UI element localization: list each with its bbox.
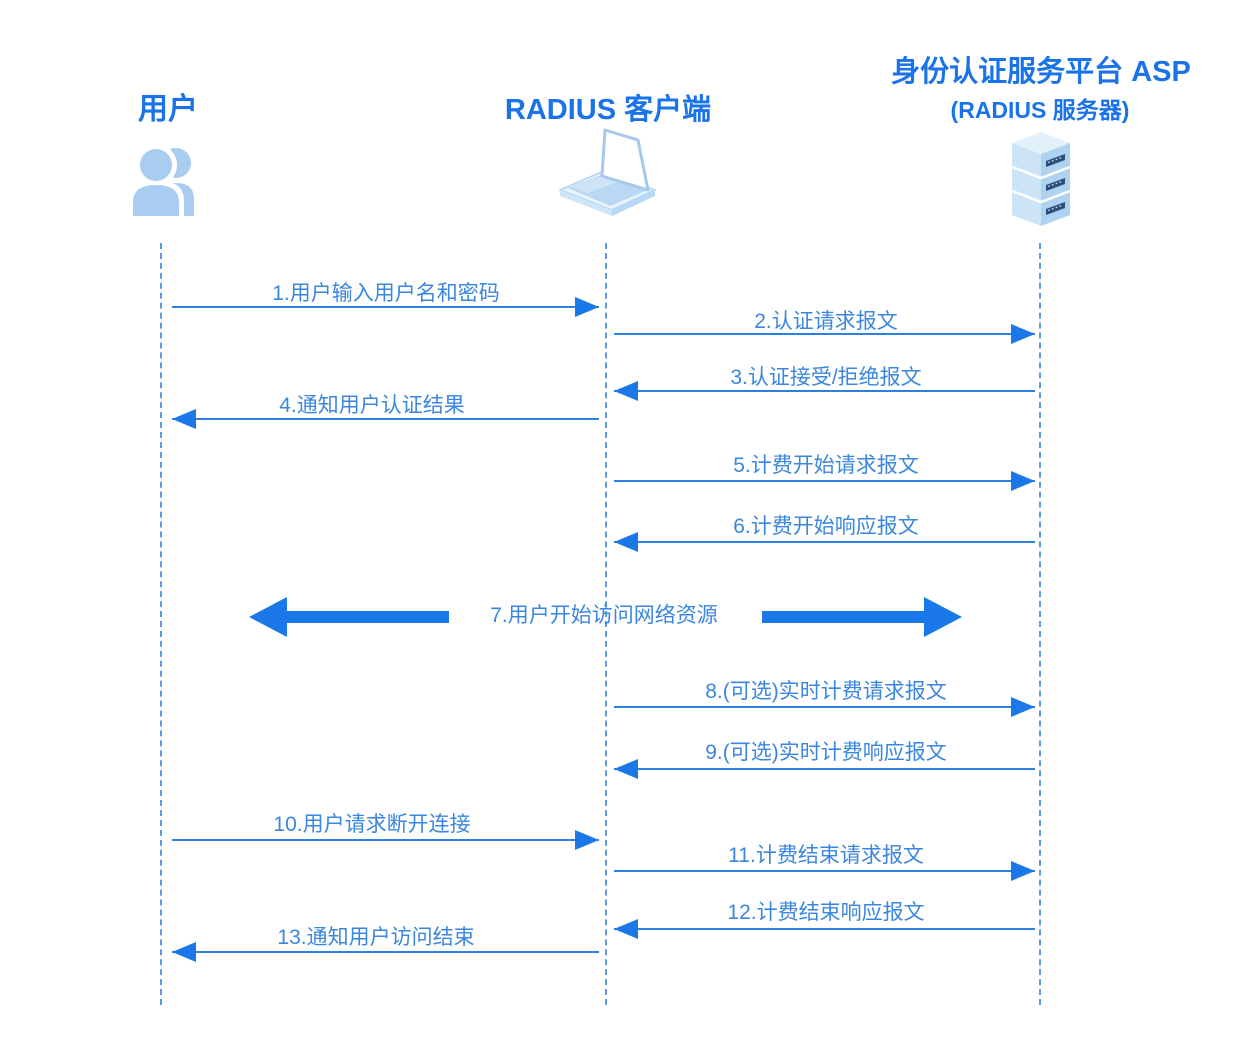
arrow-left-icon — [614, 390, 1035, 392]
message-9-label: 9.(可选)实时计费响应报文 — [705, 741, 947, 764]
message-11-label: 11.计费结束请求报文 — [728, 844, 924, 867]
message-7-label: 7.用户开始访问网络资源 — [490, 604, 718, 627]
message-13-label: 13.通知用户访问结束 — [277, 926, 475, 949]
actor-title-radius-client: RADIUS 客户端 — [504, 94, 712, 126]
thick-arrow-left-icon — [249, 597, 449, 637]
message-6-label: 6.计费开始响应报文 — [733, 515, 919, 538]
message-1-label: 1.用户输入用户名和密码 — [272, 282, 500, 305]
actor-title-user: 用户 — [138, 93, 198, 126]
lifeline-user — [160, 243, 162, 1005]
message-3-label: 3.认证接受/拒绝报文 — [730, 366, 922, 389]
arrow-left-icon — [614, 768, 1035, 770]
arrow-left-icon — [614, 541, 1035, 543]
arrow-right-icon — [614, 870, 1035, 872]
users-icon — [122, 140, 208, 221]
arrow-right-icon — [614, 480, 1035, 482]
message-10-label: 10.用户请求断开连接 — [273, 813, 471, 836]
arrow-left-icon — [614, 928, 1035, 930]
server-icon — [1006, 130, 1076, 233]
arrow-right-icon — [172, 306, 599, 308]
actor-title-asp-server: 身份认证服务平台 ASP — [891, 56, 1191, 88]
arrow-left-icon — [172, 418, 599, 420]
arrow-right-icon — [614, 333, 1035, 335]
lifeline-radius-client — [605, 243, 607, 1005]
message-5-label: 5.计费开始请求报文 — [733, 454, 919, 477]
arrow-left-icon — [172, 951, 599, 953]
actor-subtitle-radius-server: (RADIUS 服务器) — [950, 97, 1130, 123]
message-12-label: 12.计费结束响应报文 — [727, 901, 925, 924]
lifeline-asp-server — [1039, 243, 1041, 1005]
laptop-icon — [552, 126, 662, 233]
message-2-label: 2.认证请求报文 — [754, 310, 898, 333]
arrow-right-icon — [172, 839, 599, 841]
arrow-right-icon — [614, 706, 1035, 708]
thick-arrow-right-icon — [762, 597, 962, 637]
message-8-label: 8.(可选)实时计费请求报文 — [705, 680, 947, 703]
message-4-label: 4.通知用户认证结果 — [279, 394, 465, 417]
